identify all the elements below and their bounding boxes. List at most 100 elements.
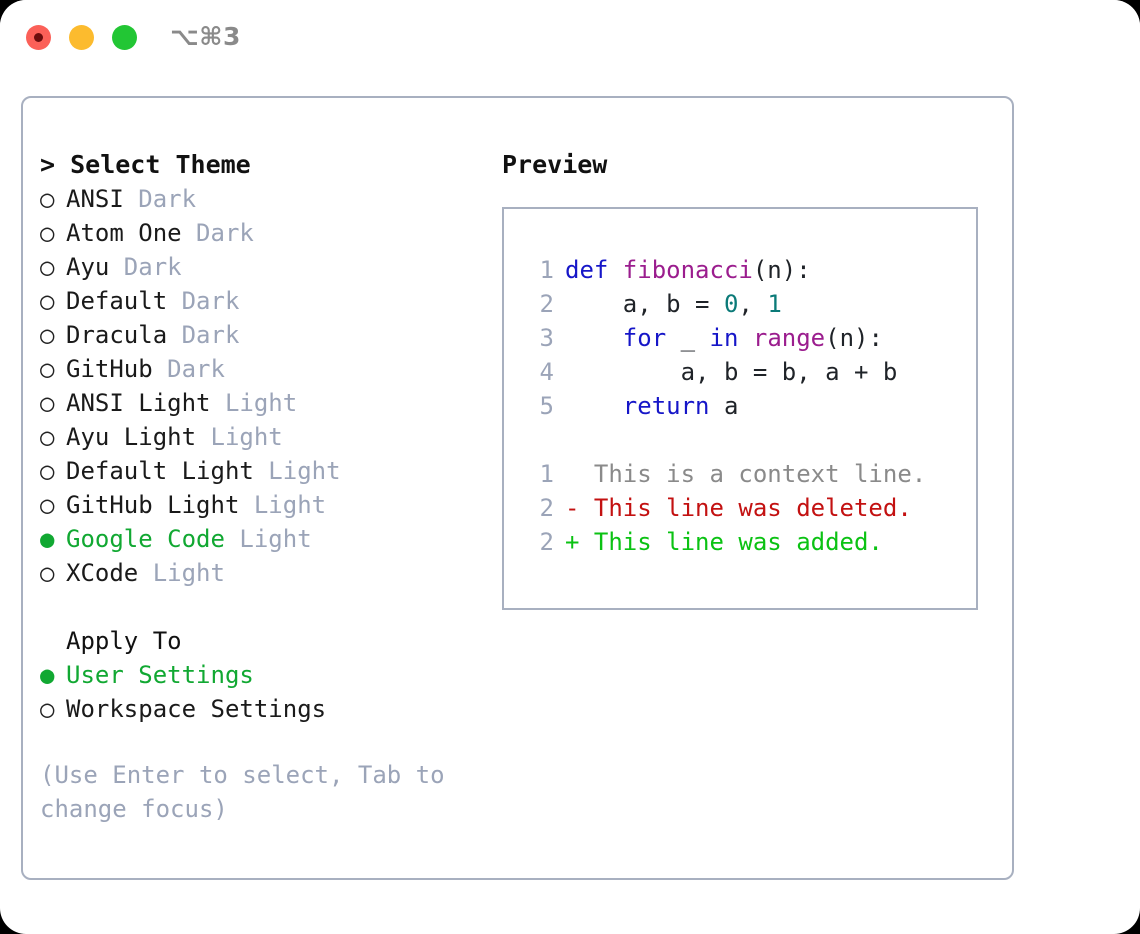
line-number: 2 [539, 494, 554, 522]
diff-line-text: + This line was added. [565, 525, 883, 559]
close-button[interactable] [26, 25, 51, 50]
code-token [565, 324, 623, 352]
code-line-text: a, b = b, a + b [565, 355, 898, 389]
radio-unselected-icon: ○ [40, 695, 55, 723]
radio-unselected-icon: ○ [40, 355, 55, 383]
theme-option-label: Google Code [66, 525, 225, 553]
apply-to-option-workspace-settings[interactable]: ○ Workspace Settings [40, 692, 480, 726]
diff-line-text: This is a context line. [565, 457, 926, 491]
code-token: 0 [723, 290, 739, 318]
theme-option-ayu-light[interactable]: ○Ayu Light Light [40, 420, 480, 454]
theme-option-label: Ayu [66, 253, 110, 281]
theme-picker-dialog: > Select Theme ○ANSI Dark○Atom One Dark○… [21, 96, 1014, 880]
theme-variant-badge: Dark [167, 287, 240, 315]
code-token: fibonacci [622, 256, 753, 284]
code-line-text: def fibonacci(n): [565, 253, 811, 287]
diff-line: 1 This is a context line. [524, 457, 976, 491]
theme-option-label: Default Light [66, 457, 254, 485]
code-line-text: for _ in range(n): [565, 321, 883, 355]
theme-variant-badge: Dark [181, 219, 254, 247]
line-number: 2 [539, 290, 554, 318]
theme-option-default-light[interactable]: ○Default Light Light [40, 454, 480, 488]
line-number: 2 [539, 528, 554, 556]
code-token: This is a context line. [565, 460, 927, 488]
radio-selected-icon: ● [40, 661, 55, 689]
line-number: 5 [539, 392, 554, 420]
theme-option-default[interactable]: ○ Default Dark [40, 284, 480, 318]
theme-variant-badge: Dark [167, 321, 240, 349]
theme-option-ansi-light[interactable]: ○ANSI Light Light [40, 386, 480, 420]
theme-option-github[interactable]: ○ GitHub Dark [40, 352, 480, 386]
theme-list-column: > Select Theme ○ANSI Dark○Atom One Dark○… [40, 148, 480, 826]
theme-option-atom-one[interactable]: ○ Atom One Dark [40, 216, 480, 250]
keyboard-shortcut-label: ⌥⌘3 [170, 22, 241, 51]
code-line: 3 for _ in range(n): [524, 321, 976, 355]
traffic-light-group [26, 25, 137, 50]
apply-to-option-user-settings[interactable]: ● User Settings [40, 658, 480, 692]
theme-option-label: GitHub Light [66, 491, 240, 519]
theme-option-label: Default [66, 287, 168, 315]
maximize-button[interactable] [112, 25, 137, 50]
theme-option-ansi[interactable]: ○ ANSI Dark [40, 182, 480, 216]
keyboard-hint: (Use Enter to select, Tab to change focu… [40, 761, 445, 823]
theme-variant-badge: Light [224, 525, 312, 553]
minimize-button[interactable] [69, 25, 94, 50]
theme-variant-badge: Light [210, 389, 298, 417]
preview-header: Preview [502, 150, 608, 179]
theme-option-google-code[interactable]: ● Google Code Light [40, 522, 480, 556]
apply-to-option-label: User Settings [66, 661, 254, 689]
apply-to-option-label: Workspace Settings [66, 695, 327, 723]
code-token: , [738, 290, 768, 318]
title-bar: ⌥⌘3 [0, 0, 1140, 78]
code-line-text: return a [565, 389, 739, 423]
code-token: (n): [752, 256, 811, 284]
theme-variant-badge: Dark [123, 185, 197, 213]
theme-option-ayu[interactable]: ○Ayu Dark [40, 250, 480, 284]
radio-selected-icon: ● [40, 525, 55, 553]
code-token: def [565, 256, 623, 284]
theme-option-dracula[interactable]: ○ Dracula Dark [40, 318, 480, 352]
code-line: 2 a, b = 0, 1 [524, 287, 976, 321]
theme-option-xcode[interactable]: ○XCode Light [40, 556, 480, 590]
code-line-text: a, b = 0, 1 [565, 287, 782, 321]
radio-unselected-icon: ○ [40, 559, 55, 587]
radio-unselected-icon: ○ [40, 287, 55, 315]
radio-unselected-icon: ○ [40, 389, 55, 417]
diff-line: 2 - This line was deleted. [524, 491, 976, 525]
code-line: 4 a, b = b, a + b [524, 355, 976, 389]
theme-option-label: XCode [66, 559, 139, 587]
line-number: 3 [539, 324, 554, 352]
radio-unselected-icon: ○ [40, 321, 55, 349]
theme-option-label: Dracula [66, 321, 168, 349]
code-token: - This line was deleted. [565, 494, 912, 522]
radio-unselected-icon: ○ [40, 253, 55, 281]
theme-option-label: Ayu Light [66, 423, 197, 451]
radio-unselected-icon: ○ [40, 185, 55, 213]
code-token: a, b = [565, 290, 724, 318]
code-token: in [709, 324, 739, 352]
theme-variant-badge: Light [196, 423, 283, 451]
radio-unselected-icon: ○ [40, 219, 55, 247]
apply-to-header: Apply To [66, 627, 182, 655]
code-token [738, 324, 752, 352]
theme-list[interactable]: ○ANSI Dark○Atom One Dark○Ayu Dark○Defaul… [40, 182, 480, 590]
radio-unselected-icon: ○ [40, 491, 55, 519]
code-diff-gap [524, 423, 976, 457]
theme-variant-badge: Dark [152, 355, 225, 383]
code-token: a [709, 392, 739, 420]
theme-variant-badge: Light [239, 491, 327, 519]
diff-block: 1 This is a context line. 2 - This line wa… [524, 457, 976, 559]
theme-option-label: Atom One [66, 219, 182, 247]
theme-option-label: GitHub [66, 355, 153, 383]
code-token [565, 392, 623, 420]
code-token: + This line was added. [565, 528, 883, 556]
apply-to-list[interactable]: ● User Settings ○ Workspace Settings [40, 658, 480, 726]
code-token: 1 [767, 290, 782, 318]
diff-line: 2 + This line was added. [524, 525, 976, 559]
theme-option-label: ANSI [66, 185, 124, 213]
theme-option-github-light[interactable]: ○ GitHub Light Light [40, 488, 480, 522]
